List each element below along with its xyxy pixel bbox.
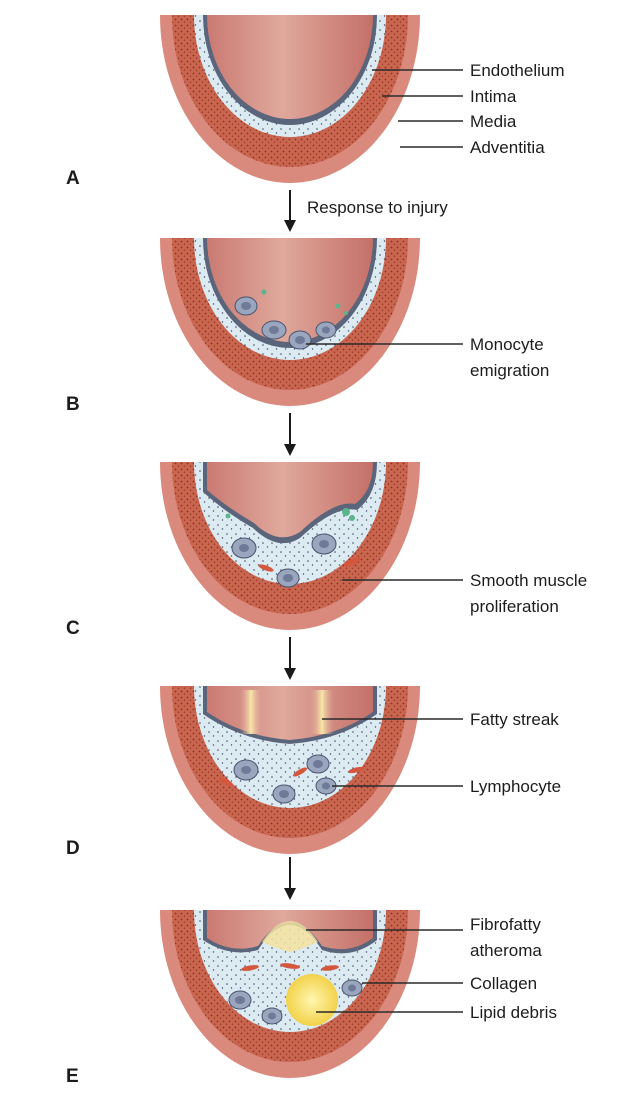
flow-arrow-d-e: [284, 857, 296, 900]
panel-c: C Smooth muscle proliferation: [66, 462, 587, 639]
panel-e: E Fibrofatty atheroma Collagen Lipid deb…: [66, 910, 557, 1087]
label-media: Media: [470, 112, 517, 131]
panel-letter-e: E: [66, 1066, 79, 1087]
label-monocyte-emigration-line2: emigration: [470, 361, 549, 380]
panel-letter-d: D: [66, 838, 80, 859]
label-intima: Intima: [470, 87, 517, 106]
panel-b: B Monocyte emigration: [66, 238, 549, 415]
lymphocytes: [218, 754, 364, 804]
label-endothelium: Endothelium: [470, 61, 565, 80]
vessel-cross-section-c: [160, 462, 420, 630]
vessel-cross-section-b: [160, 238, 420, 406]
label-monocyte-emigration-line1: Monocyte: [470, 335, 544, 354]
label-collagen: Collagen: [470, 974, 537, 993]
transition-label: Response to injury: [307, 198, 448, 217]
label-smooth-muscle-line1: Smooth muscle: [470, 571, 587, 590]
flow-arrow-b-c: [284, 413, 296, 456]
smooth-muscle-cells: [225, 508, 361, 588]
panel-letter-b: B: [66, 394, 80, 415]
label-adventitia: Adventitia: [470, 138, 545, 157]
monocytes: [234, 289, 348, 350]
flow-arrow-c-d: [284, 637, 296, 680]
panel-letter-c: C: [66, 618, 80, 639]
label-fibrofatty-atheroma-line2: atheroma: [470, 941, 542, 960]
panel-letter-a: A: [66, 168, 80, 189]
label-lipid-debris: Lipid debris: [470, 1003, 557, 1022]
label-fibrofatty-atheroma-line1: Fibrofatty: [470, 915, 541, 934]
panel-a: A Endothelium Intima Media Adventitia: [66, 15, 565, 189]
vessel-cross-section-a: [160, 15, 420, 183]
label-fatty-streak: Fatty streak: [470, 710, 559, 729]
vessel-cross-section-d: [160, 686, 420, 854]
flow-arrow-a-b: [284, 190, 296, 232]
label-lymphocyte: Lymphocyte: [470, 777, 561, 796]
label-smooth-muscle-line2: proliferation: [470, 597, 559, 616]
atheroma-contents: [228, 963, 363, 1026]
panel-d: D Fatty streak Lymphocyte: [66, 686, 561, 859]
